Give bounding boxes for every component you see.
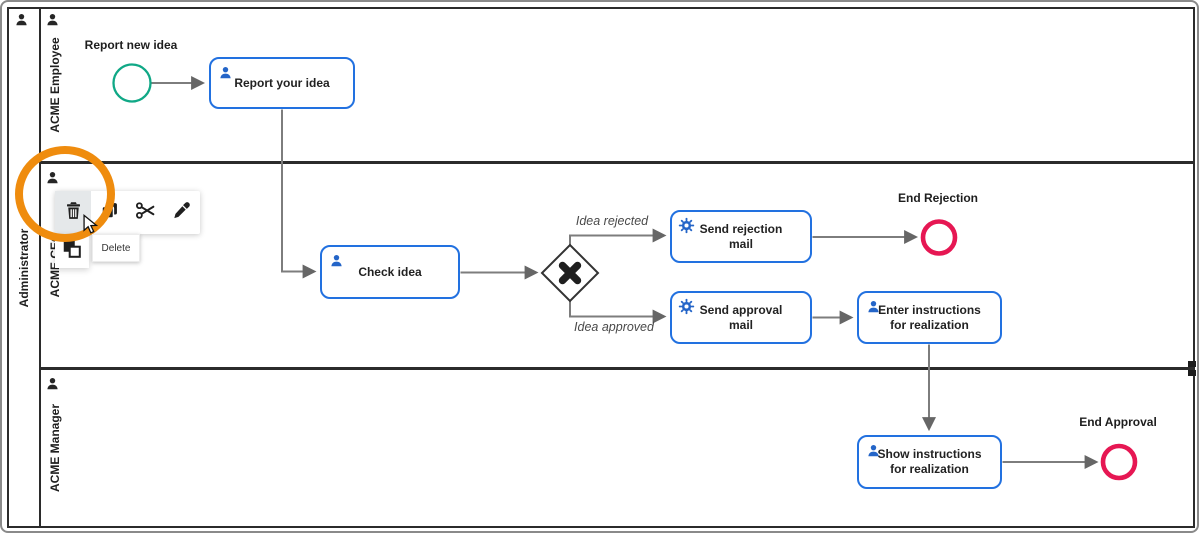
tooltip-text: Delete	[101, 242, 131, 254]
copy-icon	[99, 200, 120, 226]
service-task-gear-icon	[678, 298, 695, 315]
task-label: Send rejection mail	[699, 221, 783, 251]
lane-divider[interactable]	[41, 161, 1193, 164]
pool-administrator[interactable]	[7, 7, 1195, 528]
lane-label-acme-manager: ACME Manager	[48, 403, 62, 493]
start-event-label: Report new idea	[84, 38, 178, 52]
end-approval-label: End Approval	[1079, 415, 1157, 429]
flow-label-idea-approved: Idea approved	[574, 320, 654, 334]
user-task-icon	[865, 442, 882, 459]
participant-icon	[13, 11, 30, 28]
participant-icon	[44, 169, 61, 186]
task-label: Enter instructions for realization	[878, 302, 981, 332]
user-task-icon	[865, 298, 882, 315]
replace-icon	[61, 238, 83, 265]
pool-header-divider	[39, 7, 41, 526]
start-event[interactable]	[112, 63, 152, 103]
task-label: Report your idea	[234, 75, 330, 90]
service-task-gear-icon	[678, 217, 695, 234]
user-task-icon	[217, 64, 234, 81]
cut-icon	[135, 200, 156, 226]
task-send-rejection-mail[interactable]: Send rejection mail	[670, 210, 812, 263]
task-send-approval-mail[interactable]: Send approval mail	[670, 291, 812, 344]
lane-divider[interactable]	[41, 367, 1193, 370]
participant-icon	[44, 375, 61, 392]
delete-button[interactable]	[55, 191, 91, 234]
lane-label-acme-employee: ACME Employee	[48, 37, 62, 133]
task-label: Show instructions for realization	[877, 447, 982, 476]
trash-icon	[63, 200, 84, 226]
task-enter-instructions[interactable]: Enter instructions for realization	[857, 291, 1002, 344]
flow-label-idea-rejected: Idea rejected	[575, 214, 649, 228]
pool-label: Administrator	[17, 228, 31, 308]
participant-icon	[44, 11, 61, 28]
cut-button[interactable]	[127, 191, 163, 234]
end-event-rejection[interactable]	[920, 219, 958, 256]
user-task-icon	[328, 252, 345, 269]
eyedropper-button[interactable]	[163, 191, 199, 234]
task-check-idea[interactable]: Check idea	[320, 245, 460, 299]
end-event-approval[interactable]	[1100, 443, 1138, 481]
eyedropper-icon	[171, 200, 192, 226]
task-label: Send approval mail	[699, 302, 783, 332]
task-show-instructions[interactable]: Show instructions for realization	[857, 435, 1002, 489]
copy-button[interactable]	[91, 191, 127, 234]
replace-element-button[interactable]	[55, 234, 89, 268]
delete-tooltip: Delete	[92, 234, 140, 262]
context-pad	[55, 191, 200, 234]
task-label: Check idea	[358, 264, 422, 279]
task-report-your-idea[interactable]: Report your idea	[209, 57, 355, 109]
end-rejection-label: End Rejection	[897, 191, 979, 205]
lane-resize-handle[interactable]	[1188, 361, 1196, 379]
